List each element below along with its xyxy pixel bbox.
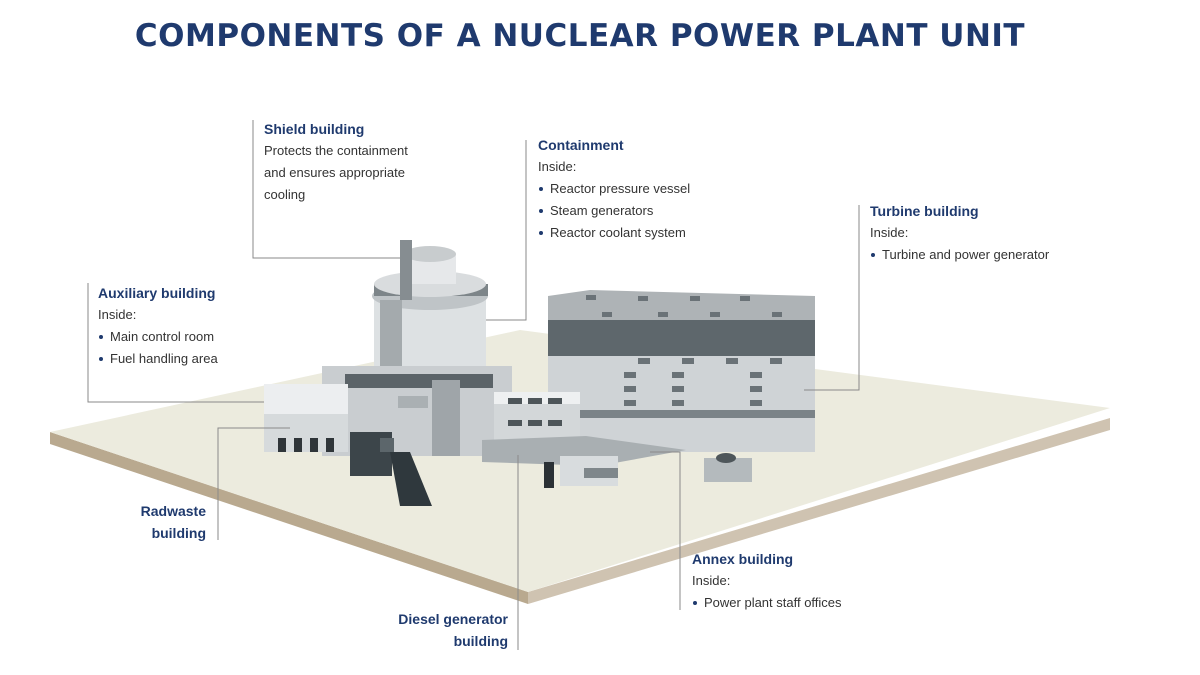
list-item: Reactor coolant system: [538, 222, 690, 244]
diesel-heading-line: building: [453, 633, 508, 649]
list-item: Main control room: [98, 326, 218, 348]
auxiliary-leader-line: [87, 283, 264, 403]
radwaste-leader-line: [217, 427, 290, 540]
turbine-building-inside: Inside:: [870, 225, 909, 240]
label-diesel-generator-building: Diesel generator building: [346, 608, 508, 652]
shield-building-heading: Shield building: [264, 121, 365, 137]
list-item: Power plant staff offices: [692, 592, 842, 614]
annex-building-inside: Inside:: [692, 573, 731, 588]
label-containment: Containment Inside: Reactor pressure ves…: [538, 134, 690, 244]
ground-plate-side-left: [50, 432, 528, 604]
annex-building-heading: Annex building: [692, 551, 794, 567]
containment-leader-line: [486, 140, 527, 321]
shield-building-desc-line: cooling: [264, 187, 306, 202]
turbine-building-heading: Turbine building: [870, 203, 979, 219]
turbine-building-roof-band: [548, 320, 815, 356]
turbine-leader-line: [804, 205, 860, 391]
radwaste-heading-line: Radwaste: [140, 503, 206, 519]
annex-leader-line: [650, 451, 681, 610]
label-annex-building: Annex building Inside: Power plant staff…: [692, 548, 842, 614]
label-shield-building: Shield building Protects the containment…: [264, 118, 408, 206]
list-item: Fuel handling area: [98, 348, 218, 370]
shield-building-desc-line: and ensures appropriate: [264, 165, 405, 180]
shield-building-desc-line: Protects the containment: [264, 143, 408, 158]
diesel-heading-line: Diesel generator: [398, 611, 508, 627]
list-item: Steam generators: [538, 200, 690, 222]
shield-building-stack: [400, 240, 412, 300]
label-radwaste-building: Radwaste building: [100, 500, 206, 544]
label-turbine-building: Turbine building Inside: Turbine and pow…: [870, 200, 1049, 266]
shield-leader-line: [252, 120, 400, 259]
page-title: COMPONENTS OF A NUCLEAR POWER PLANT UNIT: [134, 18, 1026, 54]
radwaste-heading-line: building: [151, 525, 206, 541]
label-auxiliary-building: Auxiliary building Inside: Main control …: [98, 282, 218, 370]
auxiliary-building-heading: Auxiliary building: [98, 285, 216, 301]
containment-heading: Containment: [538, 137, 624, 153]
auxiliary-building-inside: Inside:: [98, 307, 137, 322]
list-item: Turbine and power generator: [870, 244, 1049, 266]
list-item: Reactor pressure vessel: [538, 178, 690, 200]
ground-plate-side-right: [528, 418, 1110, 604]
diesel-generator-building: [482, 436, 686, 466]
containment-inside: Inside:: [538, 159, 577, 174]
